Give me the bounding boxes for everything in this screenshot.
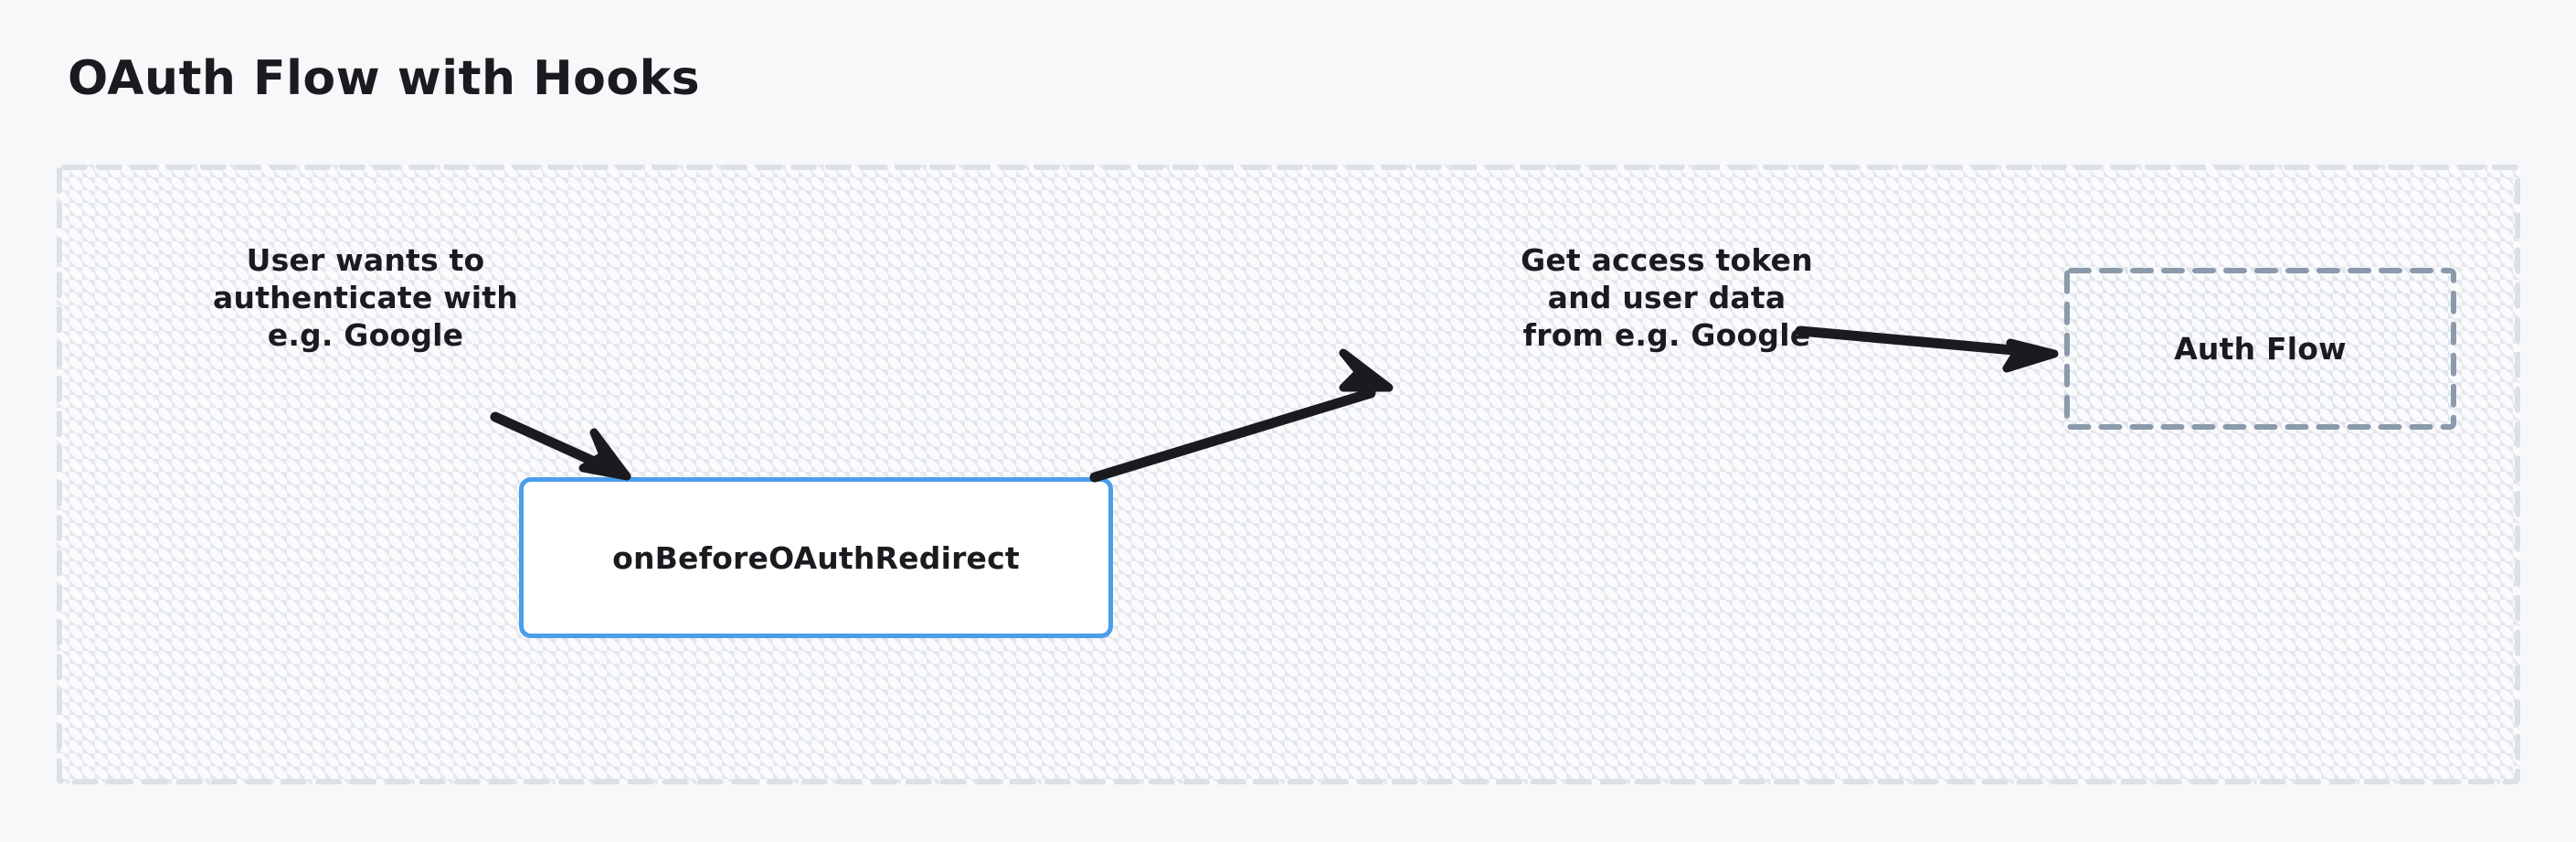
node-label: onBeforeOAuthRedirect <box>612 539 1020 576</box>
page-title: OAuth Flow with Hooks <box>68 51 701 106</box>
label-user-authenticate: User wants to authenticate with e.g. Goo… <box>213 242 518 353</box>
label-get-access-token: Get access token and user data from e.g.… <box>1521 242 1813 353</box>
node-on-before-oauth-redirect[interactable]: onBeforeOAuthRedirect <box>519 477 1113 638</box>
group-auth-flow[interactable]: Auth Flow <box>2064 268 2456 430</box>
flow-container: User wants to authenticate with e.g. Goo… <box>57 165 2520 784</box>
group-label: Auth Flow <box>2174 331 2347 367</box>
